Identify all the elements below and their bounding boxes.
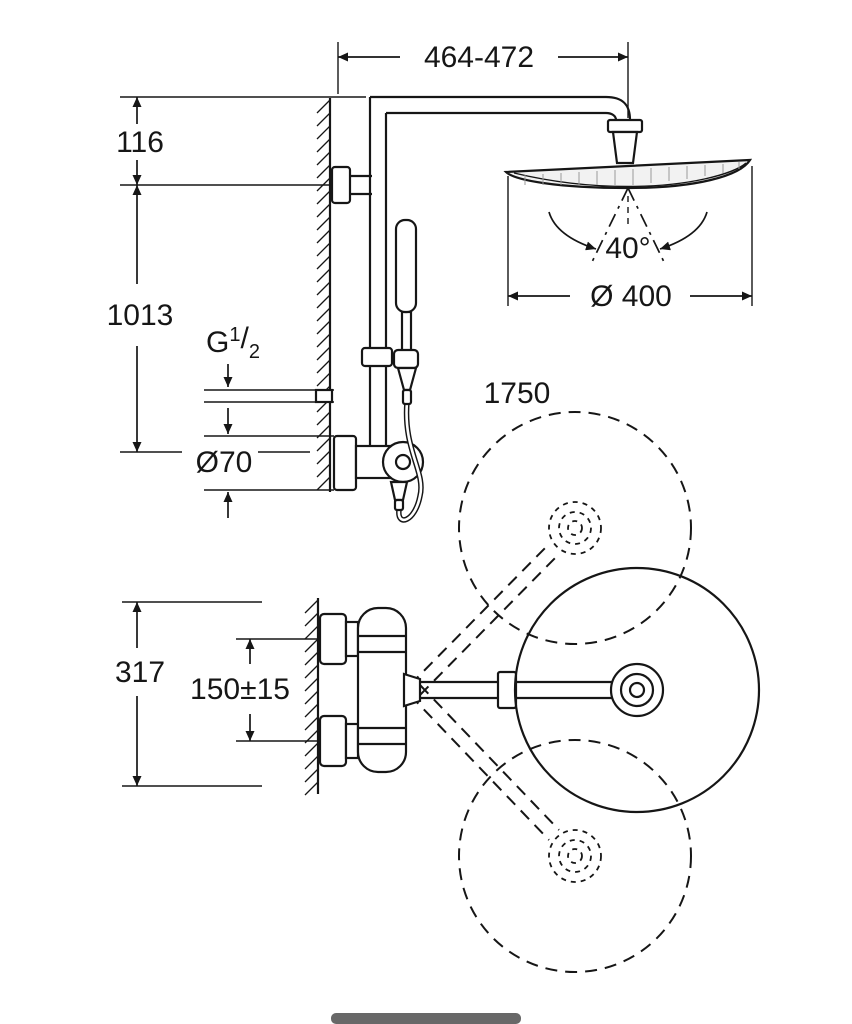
swivel-head-down: [458, 739, 692, 973]
angle-arrow-right: [659, 211, 708, 251]
arm-union-nut: [496, 670, 518, 710]
top-connection-escutcheon: [318, 612, 348, 666]
watermark-bar: [331, 1013, 521, 1024]
top-connection-stub: [344, 620, 360, 658]
bottom-connection-stub: [344, 722, 360, 760]
shower-arm: [370, 95, 644, 165]
mixer-escutcheon: [332, 434, 358, 492]
height-317-label: 317: [115, 656, 165, 689]
ball-joint-cone: [611, 130, 639, 165]
thread-label: G1/2: [206, 322, 260, 363]
escutcheon-diameter-label: Ø70: [196, 446, 253, 479]
hose-outlet-cone: [389, 480, 409, 502]
hand-shower-nipple: [401, 388, 413, 406]
arm-nut: [606, 118, 644, 134]
top-width-label: 464-472: [424, 41, 534, 74]
connection-centers-dimension: 150±15: [190, 638, 318, 742]
arm-base-cone: [402, 672, 422, 708]
valve-body: [356, 606, 408, 774]
holder-knob: [392, 348, 420, 370]
angle-arrow-left: [548, 211, 597, 251]
hand-shower-handle: [394, 218, 418, 314]
slide-bracket: [360, 346, 394, 368]
spray-cone: 40°: [548, 187, 708, 265]
hose-outlet-nipple: [393, 498, 405, 512]
head-diameter-label: Ø 400: [590, 280, 672, 313]
thread-stub: [314, 388, 334, 404]
hand-shower-cone: [396, 366, 418, 392]
bottom-connection-escutcheon: [318, 714, 348, 768]
connection-centers-label: 150±15: [190, 673, 290, 706]
wall-top: [316, 98, 332, 492]
height-1013-dimension: 1013: [107, 185, 310, 453]
wall-flange: [330, 165, 352, 205]
thread-callout: G1/2: [204, 322, 334, 404]
hose-length-label: 1750: [484, 377, 551, 410]
shower-head: [503, 158, 753, 190]
swivel-positions: [409, 411, 692, 973]
thermostat-side-view: [318, 606, 624, 774]
riser-pipe: [330, 97, 388, 446]
swivel-head-up: [458, 411, 692, 645]
shower-head-rear-view: [513, 566, 761, 814]
spray-angle-label: 40°: [605, 232, 650, 265]
hose: [389, 388, 424, 523]
hand-shower: [360, 218, 420, 392]
top-width-dimension: 464-472: [337, 41, 629, 118]
head-diameter-dimension: Ø 400: [507, 166, 753, 313]
height-317-dimension: 317: [115, 601, 262, 787]
offset-116-dimension: 116: [116, 96, 366, 186]
hand-shower-stem: [400, 310, 413, 354]
offset-116-label: 116: [116, 126, 164, 159]
wall-bottom: [304, 598, 320, 796]
escutcheon-diameter-dimension: Ø70: [196, 408, 334, 518]
height-1013-label: 1013: [107, 299, 174, 332]
